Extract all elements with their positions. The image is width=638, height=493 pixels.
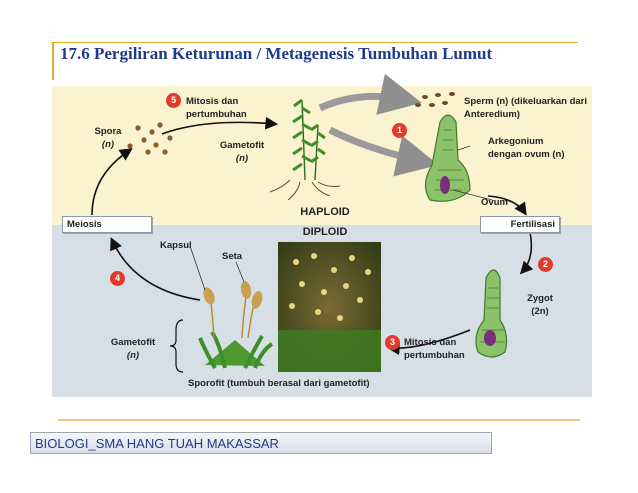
spora-label: Spora (n)	[94, 126, 122, 150]
meiosis-box: Meiosis	[62, 216, 152, 233]
arrow-sporofit-to-meiosis	[110, 237, 201, 301]
diploid-label: DIPLOID	[302, 226, 348, 238]
page-title: 17.6 Pergiliran Keturunan / Metagenesis …	[60, 44, 493, 63]
sperm-cells	[415, 92, 455, 107]
spores	[127, 122, 173, 155]
step-1-badge: 1	[392, 123, 407, 138]
sporofit-label: Sporofit (tumbuh berasal dari gametofit)	[188, 378, 370, 389]
step-5-badge: 5	[166, 93, 181, 108]
mitosis-bottom-label: Mitosis dan pertumbuhan	[404, 337, 465, 361]
gametofit-top-label: Gametofit (n)	[219, 140, 265, 164]
step-4-badge: 4	[110, 271, 125, 286]
footer-banner: BIOLOGI_SMA HANG TUAH MAKASSAR	[30, 432, 492, 454]
title-rule-left	[52, 42, 54, 80]
fertilisasi-box: Fertilisasi	[480, 216, 560, 233]
seta-label: Seta	[222, 251, 243, 262]
gametophyte-plant	[269, 98, 341, 201]
sperm-label: Sperm (n) (dikeluarkan dari Anteredium)	[464, 96, 588, 120]
haploid-label: HAPLOID	[300, 206, 350, 218]
arrow-mitosis-top	[161, 116, 279, 135]
arrow-ovum-to-fertilisasi	[487, 195, 527, 216]
ovum-label: Ovum	[481, 197, 508, 208]
step-2-badge: 2	[538, 257, 553, 272]
title-rule-top	[52, 42, 578, 43]
arrow-fertilisasi-to-zygot	[519, 231, 534, 275]
mitosis-top-label: Mitosis dan pertumbuhan	[186, 96, 247, 120]
zygote-archegonium	[475, 269, 508, 358]
step-3-badge: 3	[385, 335, 400, 350]
kapsul-label: Kapsul	[160, 240, 192, 251]
zygot-label: Zygot (2n)	[527, 293, 553, 317]
archegonium-top	[424, 114, 471, 202]
gametofit-bottom-label: Gametofit (n)	[110, 337, 156, 361]
arkegonium-label: Arkegonium dengan ovum (n)	[488, 136, 565, 160]
arrow-meiosis-to-spora	[91, 148, 133, 216]
sporophyte-plant	[198, 281, 274, 369]
